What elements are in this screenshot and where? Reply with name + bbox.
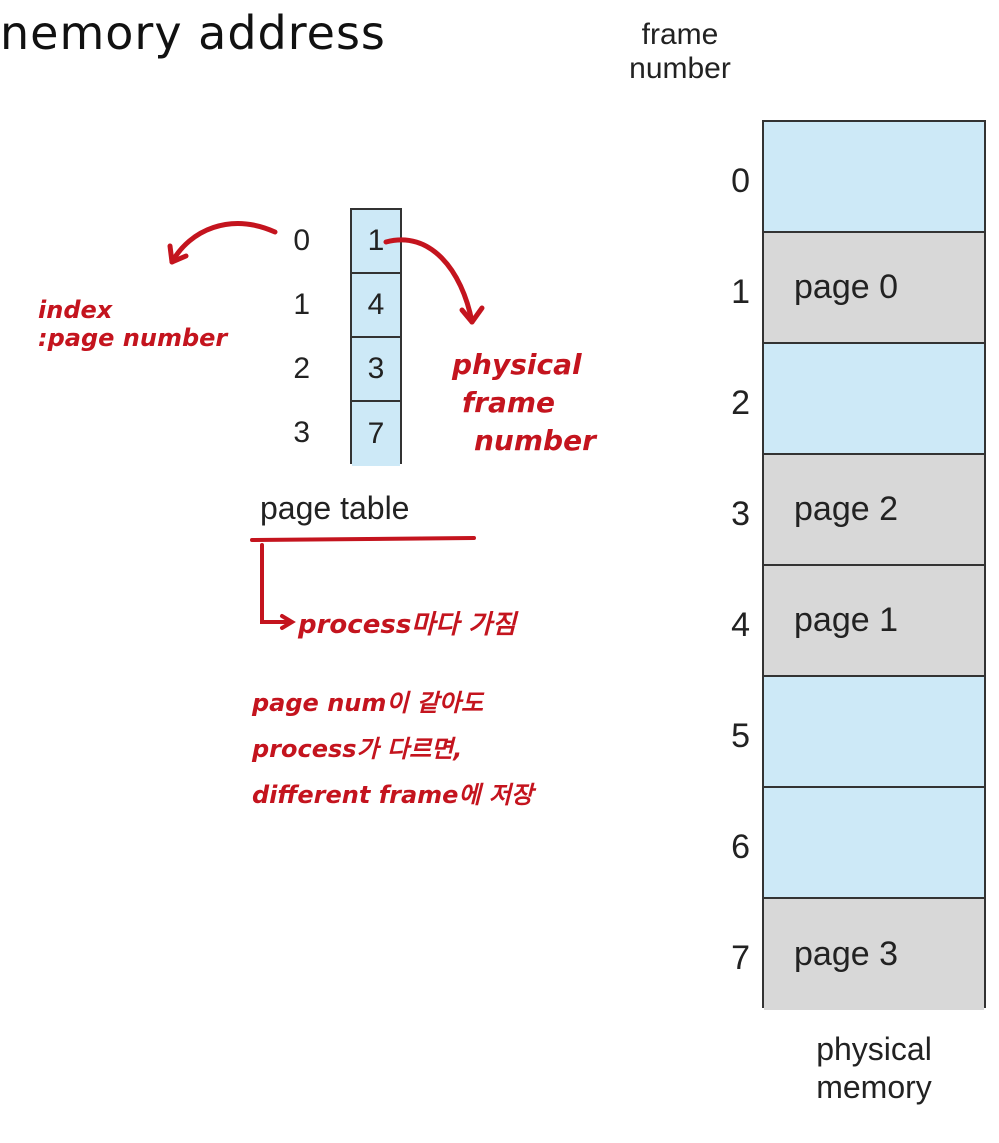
arrow-to-index-label-head [167,243,189,265]
frame-cell-3: page 2 [764,455,984,566]
note-line-1: process마다 가짐 [298,610,517,640]
frame-cell-2 [764,344,984,455]
index-annotation: index :page number [38,296,227,352]
frame-annotation-line-1: physical [452,348,582,381]
page-index-0: 0 [293,224,310,257]
arrow-to-index-label [169,221,278,265]
physical-memory-block: page 0 page 2 page 1 page 3 [762,120,986,1010]
page-table-caption: page table [260,490,410,526]
frame-annotation: physical frame number [452,346,596,460]
page-table-entry-3: 7 [352,402,400,466]
frame-cell-4: page 1 [764,566,984,677]
bracket-arrow [260,543,296,630]
frame-number-2: 2 [731,384,750,422]
note-line-2: page num이 같아도 [252,689,484,717]
frame-cell-6 [764,788,984,899]
frame-cell-7: page 3 [764,899,984,1010]
page-table-underline [250,536,476,542]
frame-cell-1: page 0 [764,233,984,344]
frame-annotation-line-2: frame [462,386,556,419]
arrow-to-frame-label-head [459,305,485,325]
frame-number-3: 3 [731,495,750,533]
frame-number-6: 6 [731,828,750,866]
page-table-entry-2: 3 [352,338,400,402]
note-line-4: different frame에 저장 [252,781,534,809]
frame-header-line-1: frame [641,18,719,51]
memory-caption-line-2: memory [816,1069,932,1105]
frame-cell-0 [764,122,984,233]
arrow-to-frame-label [383,237,475,325]
page-heading: nemory address [0,6,386,60]
note-line-3: process가 다르면, [252,735,463,763]
note-block: page num이 같아도 process가 다르면, different fr… [252,680,533,818]
frame-number-0: 0 [731,162,750,200]
frame-number-5: 5 [731,717,750,755]
frame-number-header: frame number [600,18,760,86]
physical-memory-caption: physical memory [762,1030,986,1106]
frame-annotation-line-3: number [474,424,596,457]
frame-header-line-2: number [629,52,731,85]
page-index-2: 2 [293,352,310,385]
index-annotation-line-2: :page number [38,324,228,352]
frame-number-4: 4 [731,606,750,644]
frame-number-7: 7 [731,939,750,977]
frame-cell-5 [764,677,984,788]
page-index-1: 1 [293,288,310,321]
index-annotation-line-1: index [38,296,113,324]
frame-number-1: 1 [731,273,750,311]
memory-caption-line-1: physical [816,1031,932,1067]
page-index-3: 3 [293,416,310,449]
page-table-entry-1: 4 [352,274,400,338]
page-table-block: 1 4 3 7 [350,208,402,466]
